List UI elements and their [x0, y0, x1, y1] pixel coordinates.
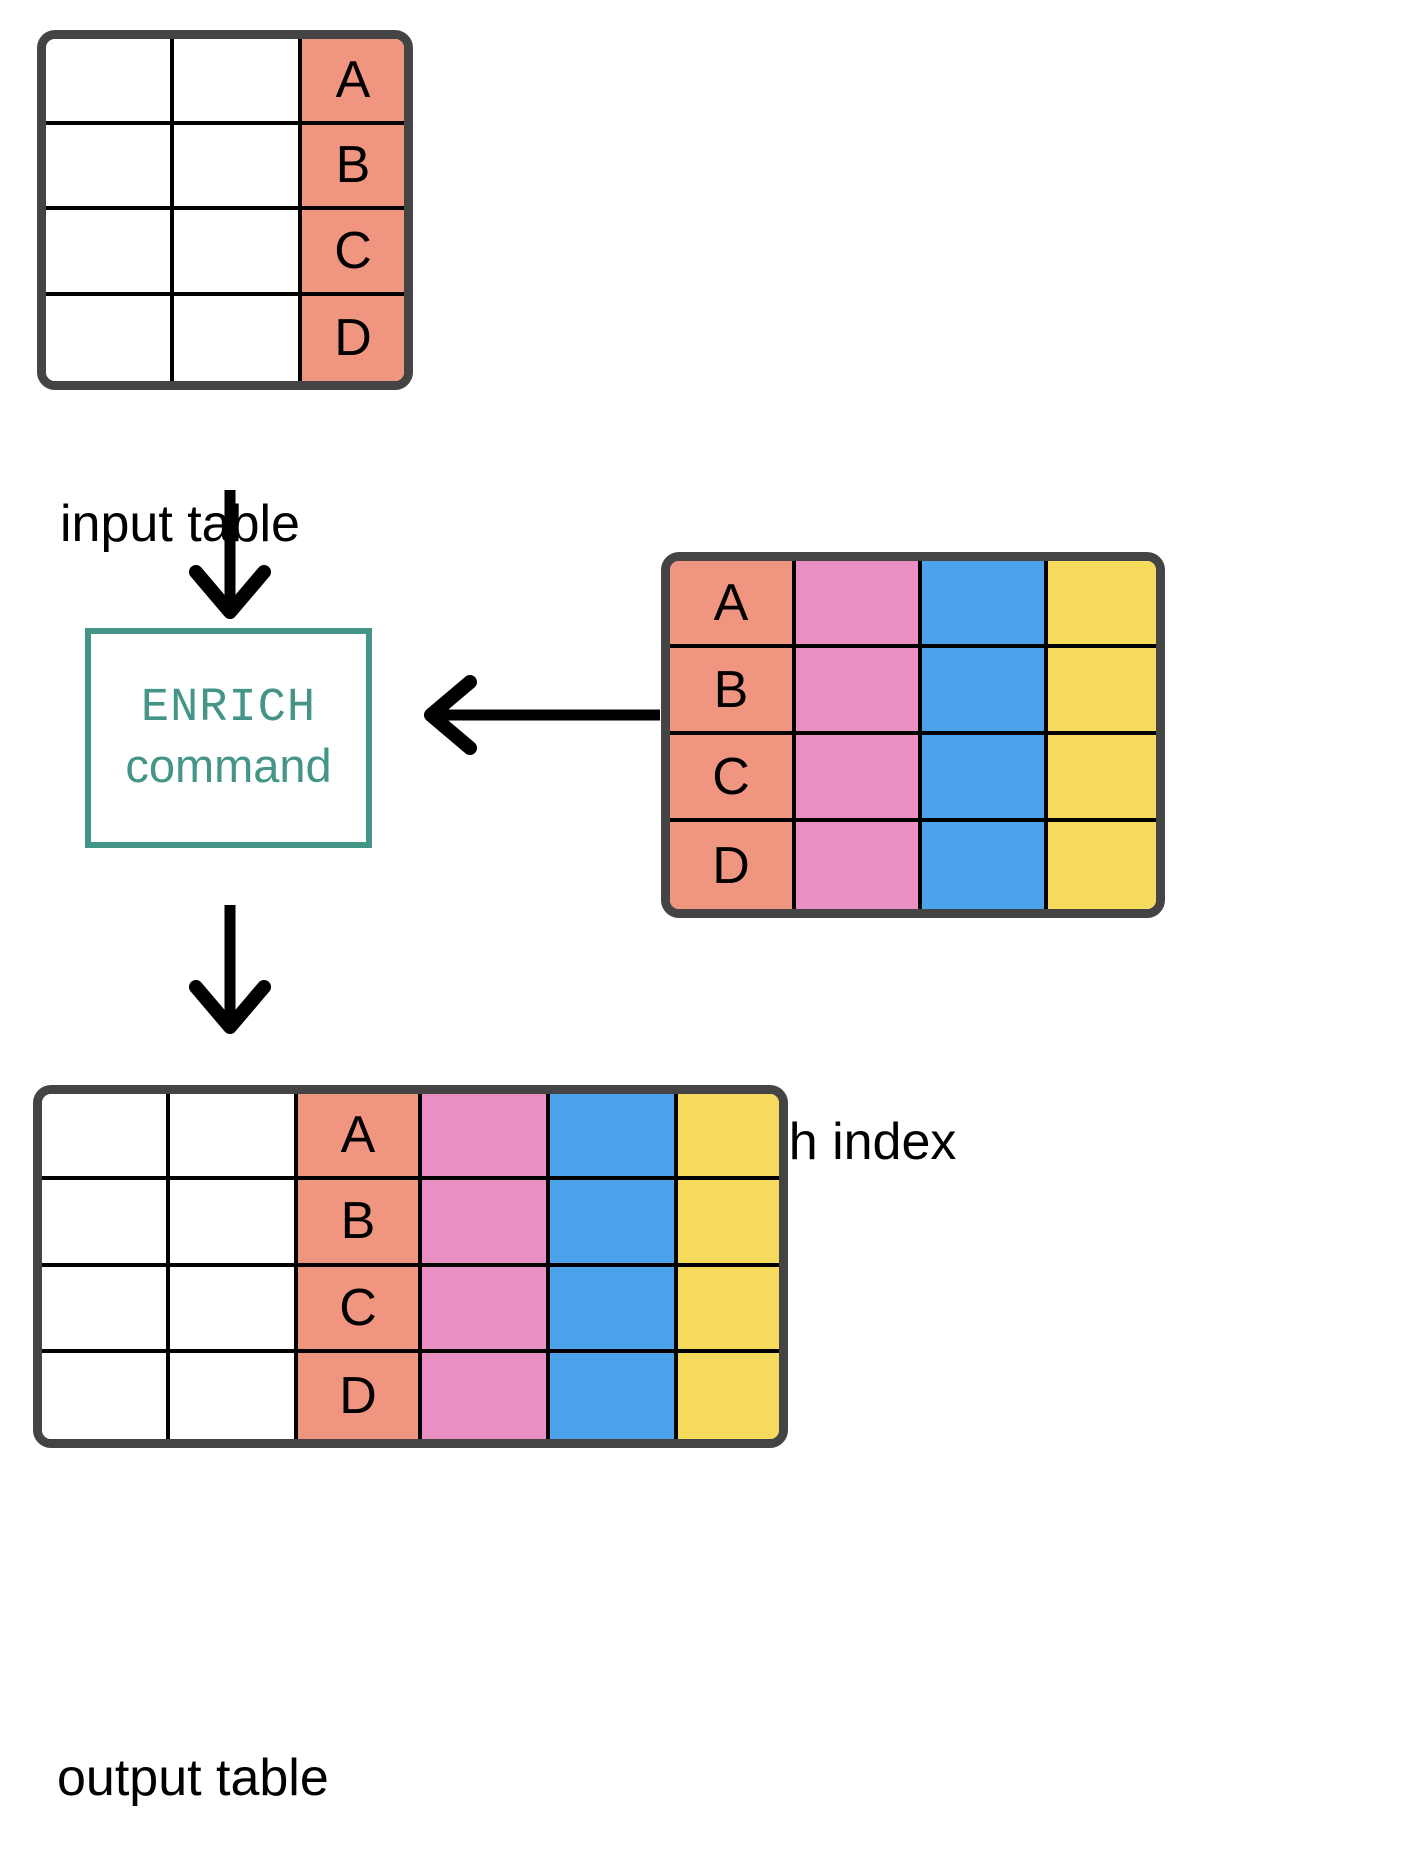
input-table-caption: input table: [60, 495, 300, 553]
enrich-index-table-cell: [1048, 648, 1156, 735]
output-table-cell: [42, 1180, 170, 1267]
output-table-row: A: [42, 1094, 779, 1181]
output-table-cell: [550, 1094, 678, 1181]
output-table-cell: [42, 1352, 170, 1439]
input-table-row: B: [46, 124, 404, 210]
enrich-index-table-row: B: [670, 648, 1156, 735]
output-table-cell: [422, 1094, 550, 1181]
enrich-index-table-row: D: [670, 822, 1156, 909]
enrich-index-table-cell: [1048, 822, 1156, 909]
input-table-cell: D: [302, 295, 404, 381]
enrich-index-table-cell: [796, 822, 922, 909]
enrich-index-table-cell: [1048, 561, 1156, 648]
output-table-cell: [678, 1266, 779, 1353]
enrich-index-table-row: C: [670, 735, 1156, 822]
enrich-index-table-cell: [796, 561, 922, 648]
output-table-row: B: [42, 1180, 779, 1267]
input-table-row: C: [46, 210, 404, 296]
output-table-cell: [422, 1180, 550, 1267]
input-table-cell: [46, 124, 174, 210]
input-table-cell: C: [302, 210, 404, 296]
output-table-cell: [550, 1352, 678, 1439]
enrich-index-table-row: A: [670, 561, 1156, 648]
enrich-index-table-cell: A: [670, 561, 796, 648]
output-table-row: C: [42, 1266, 779, 1353]
enrich-index-table-cell: [922, 822, 1048, 909]
enrich-index-table-cell: [922, 735, 1048, 822]
input-table-row: A: [46, 39, 404, 125]
enrich-command-word: command: [125, 739, 332, 792]
output-table-cell: [422, 1352, 550, 1439]
output-table-caption: output table: [57, 1749, 329, 1807]
input-table-cell: [174, 124, 302, 210]
arrow-command-to-output-icon: [189, 905, 271, 1034]
input-table-cell: B: [302, 124, 404, 210]
arrow-index-to-command-icon: [424, 675, 660, 755]
enrich-index-table-cell: [796, 648, 922, 735]
output-table-cell: [550, 1266, 678, 1353]
input-table-row: D: [46, 295, 404, 381]
output-table-cell: B: [298, 1180, 422, 1267]
enrich-command-name: ENRICH: [140, 682, 317, 736]
output-table-cell: [170, 1180, 298, 1267]
input-table-cell: [174, 295, 302, 381]
output-table-cell: C: [298, 1266, 422, 1353]
enrich-index-table-cell: D: [670, 822, 796, 909]
input-table-cell: [174, 210, 302, 296]
arrow-input-to-command-icon: [189, 490, 271, 619]
enrich-index-table-cell: [1048, 735, 1156, 822]
enrich-index-table-cell: [922, 648, 1048, 735]
enrich-index-table-cell: [796, 735, 922, 822]
enrich-index-table-cell: B: [670, 648, 796, 735]
output-table-cell: D: [298, 1352, 422, 1439]
output-table-cell: [678, 1094, 779, 1181]
enrich-command-box[interactable]: ENRICH command: [85, 628, 372, 848]
input-table-cell: A: [302, 39, 404, 125]
input-table-cell: [174, 39, 302, 125]
input-table-cell: [46, 210, 174, 296]
output-table-cell: [42, 1266, 170, 1353]
enrich-index-table-cell: C: [670, 735, 796, 822]
input-table-cell: [46, 39, 174, 125]
output-table-row: D: [42, 1352, 779, 1439]
output-table-cell: [170, 1094, 298, 1181]
input-table-cell: [46, 295, 174, 381]
output-table-cell: A: [298, 1094, 422, 1181]
output-table-cell: [170, 1266, 298, 1353]
enrich-index-table-cell: [922, 561, 1048, 648]
output-table-cell: [42, 1094, 170, 1181]
output-table-cell: [550, 1180, 678, 1267]
output-table-cell: [678, 1352, 779, 1439]
output-table-cell: [170, 1352, 298, 1439]
output-table-cell: [678, 1180, 779, 1267]
output-table-cell: [422, 1266, 550, 1353]
